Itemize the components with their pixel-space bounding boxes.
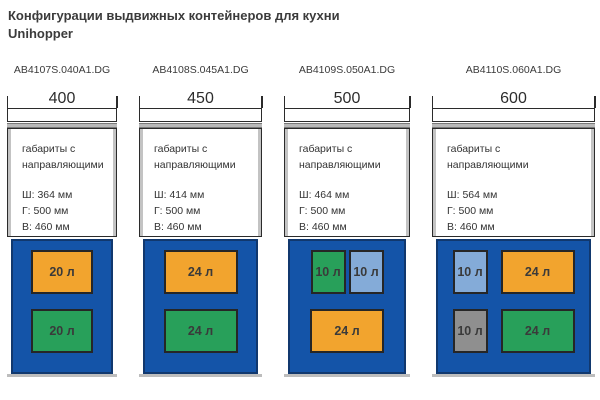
spec-dim-height: В: 460 мм <box>22 221 70 234</box>
container-box: 24 л 24 л <box>143 239 258 374</box>
product-column-500: AB4109S.050A1.DG 500 габариты с направля… <box>283 64 411 377</box>
drawer-top-rail <box>138 96 263 122</box>
spec-box: габариты с направляющими Ш: 464 мм Г: 50… <box>284 128 410 237</box>
spec-box: габариты с направляющими Ш: 364 мм Г: 50… <box>7 128 117 237</box>
bucket-row: 20 л <box>31 250 93 294</box>
bucket-row: 10 л 24 л <box>452 250 575 294</box>
page-title-line1: Конфигурации выдвижных контейнеров для к… <box>8 8 340 23</box>
bucket: 10 л <box>310 250 346 294</box>
product-code: AB4110S.060A1.DG <box>465 64 562 76</box>
base-line <box>284 374 410 377</box>
bucket: 10 л <box>452 309 488 353</box>
spec-dim-height: В: 460 мм <box>154 221 202 234</box>
spec-dim-depth: Г: 500 мм <box>447 204 494 217</box>
spec-box: габариты с направляющими Ш: 564 мм Г: 50… <box>432 128 595 237</box>
drawer-top-rail <box>431 96 596 122</box>
page-title-line2: Unihopper <box>8 26 73 42</box>
rail-shelf-line <box>7 123 117 128</box>
base-line <box>139 374 262 377</box>
spec-dimensions: Ш: 414 мм Г: 500 мм В: 460 мм <box>154 187 255 236</box>
drawer-top-rail <box>6 96 118 122</box>
product-column-600: AB4110S.060A1.DG 600 габариты с направля… <box>431 64 596 377</box>
spec-dim-depth: Г: 500 мм <box>299 204 346 217</box>
spec-dim-width: Ш: 414 мм <box>154 188 205 201</box>
bucket: 20 л <box>31 309 93 353</box>
spec-dim-height: В: 460 мм <box>299 221 347 234</box>
bucket-row: 10 л 10 л <box>310 250 384 294</box>
spec-dim-depth: Г: 500 мм <box>22 204 69 217</box>
rail-shelf-line <box>432 123 595 128</box>
width-dimension-label: 450 <box>187 90 214 107</box>
base-line <box>7 374 117 377</box>
rail-shelf-line <box>139 123 262 128</box>
spec-dim-width: Ш: 464 мм <box>299 188 350 201</box>
bucket: 24 л <box>310 309 384 353</box>
container-box: 20 л 20 л <box>11 239 113 374</box>
spec-intro: габариты с направляющими <box>22 143 104 171</box>
bucket-row: 24 л <box>310 309 384 353</box>
container-box: 10 л 24 л 10 л 24 л <box>436 239 591 374</box>
product-code: AB4109S.050A1.DG <box>298 64 396 76</box>
spec-box: габариты с направляющими Ш: 414 мм Г: 50… <box>139 128 262 237</box>
rail-shelf-line <box>284 123 410 128</box>
spec-intro: габариты с направляющими <box>154 143 236 171</box>
base-line <box>432 374 595 377</box>
spec-dim-width: Ш: 364 мм <box>22 188 73 201</box>
bucket-row: 10 л 24 л <box>452 309 575 353</box>
width-dimension-label: 600 <box>500 90 527 107</box>
spec-dim-depth: Г: 500 мм <box>154 204 201 217</box>
width-dimension-label: 500 <box>333 90 361 107</box>
spec-dimensions: Ш: 564 мм Г: 500 мм В: 460 мм <box>447 187 588 236</box>
bucket-row: 24 л <box>163 309 238 353</box>
product-code: AB4108S.045A1.DG <box>152 64 249 76</box>
bucket: 24 л <box>500 309 575 353</box>
bucket-row: 24 л <box>163 250 238 294</box>
configuration-columns: AB4107S.040A1.DG 400 габариты с направля… <box>6 64 596 377</box>
spec-dim-width: Ш: 564 мм <box>447 188 498 201</box>
page-title: Конфигурации выдвижных контейнеров для к… <box>8 7 340 43</box>
bucket: 20 л <box>31 250 93 294</box>
spec-dimensions: Ш: 464 мм Г: 500 мм В: 460 мм <box>299 187 403 236</box>
drawer-top-rail <box>283 96 411 122</box>
bucket-row: 20 л <box>31 309 93 353</box>
container-box: 10 л 10 л 24 л <box>288 239 406 374</box>
bucket: 24 л <box>163 309 238 353</box>
spec-intro: габариты с направляющими <box>447 143 529 171</box>
product-column-450: AB4108S.045A1.DG 450 габариты с направля… <box>138 64 263 377</box>
bucket: 24 л <box>163 250 238 294</box>
width-dimension-label: 400 <box>48 90 76 107</box>
bucket: 24 л <box>500 250 575 294</box>
spec-dim-height: В: 460 мм <box>447 221 495 234</box>
product-code: AB4107S.040A1.DG <box>13 64 111 76</box>
bucket: 10 л <box>348 250 384 294</box>
spec-intro: габариты с направляющими <box>299 143 381 171</box>
product-column-400: AB4107S.040A1.DG 400 габариты с направля… <box>6 64 118 377</box>
bucket: 10 л <box>452 250 488 294</box>
spec-dimensions: Ш: 364 мм Г: 500 мм В: 460 мм <box>22 187 110 236</box>
